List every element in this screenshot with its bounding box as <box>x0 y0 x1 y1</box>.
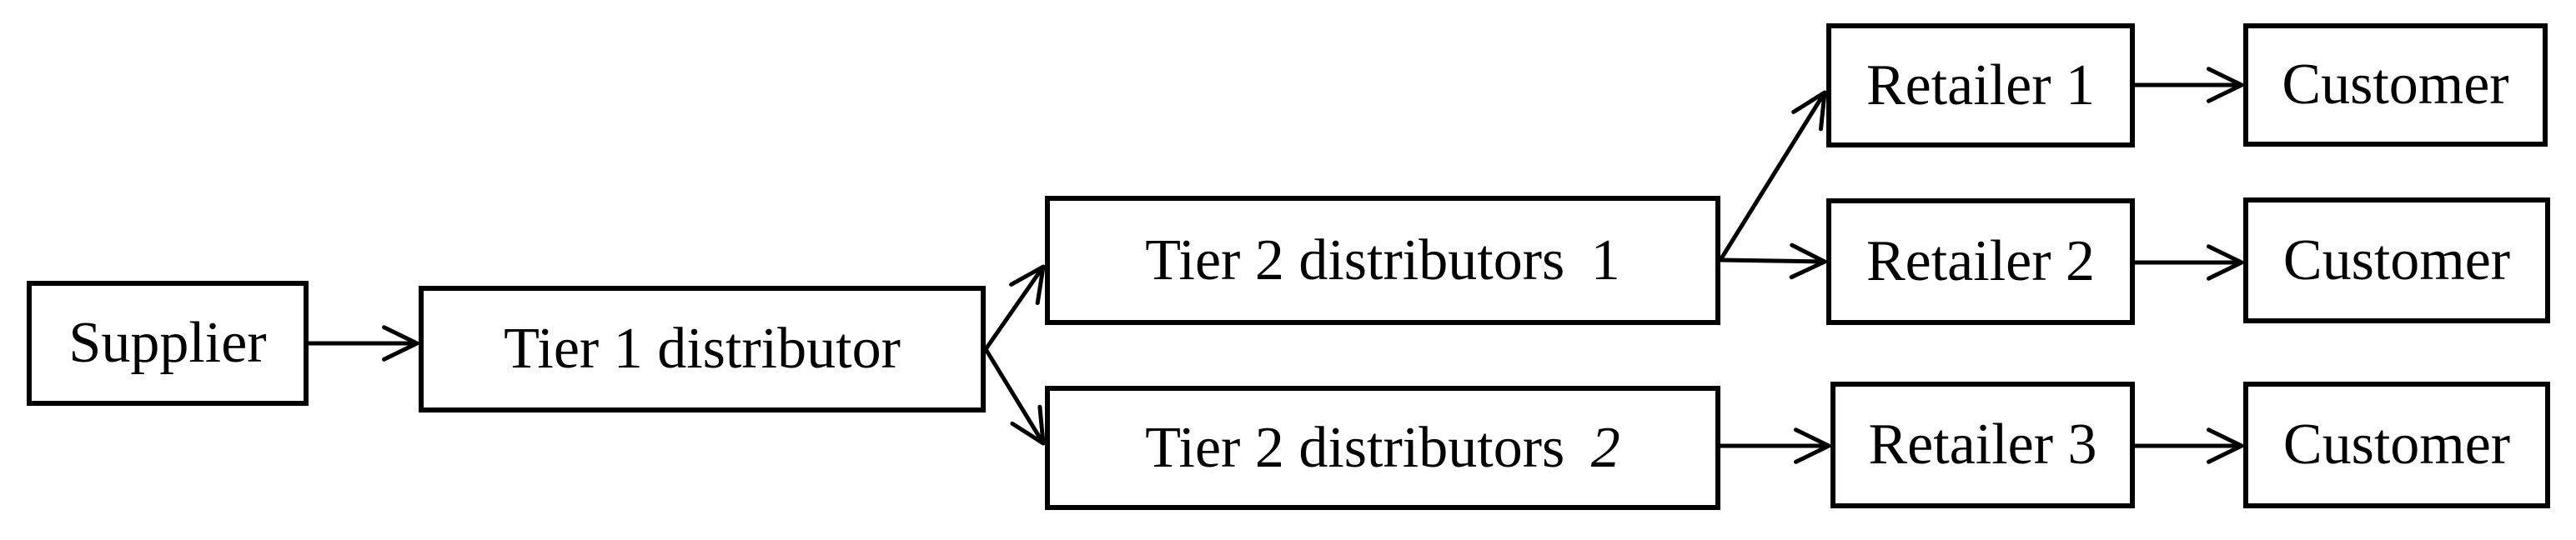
node-suffix-number: 1 <box>1590 228 1620 292</box>
node-label: Customer <box>2282 52 2509 117</box>
arrow-tier1-distributor-to-tier2-distributors-2 <box>983 347 1046 446</box>
node-retailer-2: Retailer 2 <box>1826 198 2135 325</box>
node-label: Retailer 3 <box>1868 412 2097 477</box>
node-customer-3: Customer <box>2243 382 2550 508</box>
arrow-supplier-to-tier1-distributor <box>306 325 419 362</box>
arrow-retailer-3-to-customer-3 <box>2132 428 2244 464</box>
node-label: Tier 1 distributor <box>504 317 901 381</box>
node-label: Tier 2 distributors <box>1145 415 1565 480</box>
node-label: Supplier <box>68 311 267 375</box>
arrow-tier2-distributors-1-to-retailer-1 <box>1718 90 1827 262</box>
node-label: Customer <box>2282 228 2511 292</box>
arrow-retailer-1-to-customer-1 <box>2132 67 2244 103</box>
node-supplier: Supplier <box>27 281 309 406</box>
node-label: Customer <box>2282 412 2511 477</box>
node-tier2-distributors-1: Tier 2 distributors 1 <box>1045 196 1720 325</box>
node-retailer-3: Retailer 3 <box>1830 382 2135 508</box>
node-tier2-distributors-2: Tier 2 distributors 2 <box>1045 386 1720 510</box>
node-label: Tier 2 distributors <box>1145 228 1565 292</box>
node-suffix-number: 2 <box>1590 415 1620 480</box>
arrow-tier2-distributors-2-to-retailer-3 <box>1718 428 1831 464</box>
arrow-tier1-distributor-to-tier2-distributors-1 <box>983 264 1046 352</box>
node-label: Retailer 1 <box>1865 52 2096 118</box>
node-customer-2: Customer <box>2243 198 2550 323</box>
arrow-tier2-distributors-1-to-retailer-2 <box>1718 242 1827 280</box>
arrow-retailer-2-to-customer-2 <box>2132 244 2244 281</box>
node-customer-1: Customer <box>2243 23 2548 147</box>
node-retailer-1: Retailer 1 <box>1826 23 2135 148</box>
node-tier1-distributor: Tier 1 distributor <box>419 286 986 412</box>
node-label: Retailer 2 <box>1865 229 2096 293</box>
